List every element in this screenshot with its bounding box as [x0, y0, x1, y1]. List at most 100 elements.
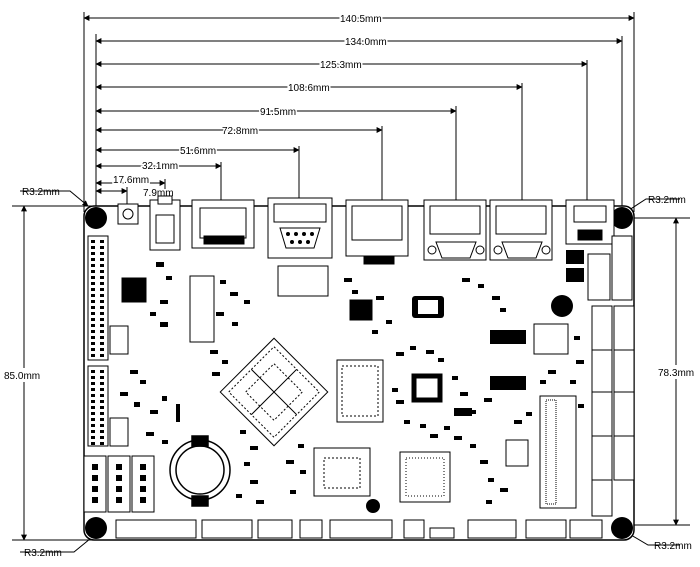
smd-part: [396, 400, 404, 404]
header-pin: [100, 418, 104, 421]
smd-part: [426, 350, 434, 354]
smd-part: [162, 396, 167, 401]
header-pin: [100, 412, 104, 415]
smd-part: [548, 370, 556, 374]
connector-bottom-5: [403, 519, 425, 539]
smd-part: [514, 420, 522, 424]
usb-connector: [565, 199, 615, 245]
smd-part: [460, 392, 468, 396]
header-pin: [100, 382, 104, 385]
header-pin: [91, 376, 95, 379]
dim-label-85-0: 85.0mm: [4, 371, 40, 382]
smd-part: [120, 392, 128, 396]
header-pin: [91, 330, 95, 333]
smd-part: [290, 490, 296, 494]
connector-right-1: [591, 305, 613, 351]
memory-chip-bga: [336, 359, 384, 423]
header-pin: [91, 342, 95, 345]
smd-part: [244, 462, 250, 466]
pin-header-bottom: [115, 519, 197, 539]
smd-part: [286, 460, 294, 464]
header-pin: [91, 300, 95, 303]
connector-bottom-7: [467, 519, 517, 539]
connector-vertical-3: [131, 455, 155, 513]
mounting-holes: [85, 207, 633, 539]
smd-part: [438, 358, 444, 362]
header-pin: [100, 276, 104, 279]
smd-part: [470, 444, 476, 448]
radius-label-bottom-right: R3.2mm: [654, 541, 692, 552]
header-pin: [92, 464, 98, 470]
header-pin: [91, 348, 95, 351]
connector-bottom-3: [299, 519, 323, 539]
header-pin: [100, 424, 104, 427]
header-pin: [100, 376, 104, 379]
smd-part: [222, 360, 228, 364]
header-pin: [91, 258, 95, 261]
connector-right-top: [611, 235, 633, 301]
header-pin: [100, 282, 104, 285]
smd-part: [462, 278, 470, 282]
smd-part: [240, 430, 246, 434]
lan-controller-chip: [349, 299, 373, 321]
smd-part: [444, 426, 450, 430]
header-pin: [91, 418, 95, 421]
smd-part: [134, 402, 140, 407]
dim-label-108-6: 108.6mm: [288, 83, 330, 94]
connector-bottom-2: [257, 519, 293, 539]
smd-part: [478, 284, 484, 288]
smd-part: [578, 404, 584, 408]
edge-connector-slot: [539, 395, 577, 509]
header-pin: [91, 246, 95, 249]
smd-part: [410, 346, 416, 350]
regulator-ic: [505, 439, 529, 467]
jumper-block-2: [109, 417, 129, 447]
smd-part: [344, 278, 352, 282]
connector-vertical-2: [107, 455, 131, 513]
header-pin: [116, 486, 122, 492]
emmc-chip: [313, 447, 371, 497]
header-pin: [100, 246, 104, 249]
smd-part: [404, 420, 410, 424]
header-pin: [100, 288, 104, 291]
connector-right-3: [591, 349, 613, 393]
header-pin: [100, 336, 104, 339]
main-components: [121, 265, 577, 509]
horizontal-dimension-labels: 140.5mm 134.0mm 125.3mm 108.6mm 91.5mm 7…: [112, 13, 389, 201]
smd-part: [430, 434, 438, 438]
smd-part: [176, 404, 180, 422]
jumper-block-1: [109, 325, 129, 355]
smd-part: [236, 494, 242, 498]
header-pin: [91, 442, 95, 445]
smd-part: [420, 424, 426, 428]
header-pin: [91, 336, 95, 339]
smd-part: [376, 296, 384, 300]
header-pin: [91, 264, 95, 267]
connector-vertical-1: [83, 455, 107, 513]
reset-button: [117, 203, 139, 225]
dim-label-134-0: 134.0mm: [345, 37, 387, 48]
header-pin: [100, 400, 104, 403]
header-pin: [100, 240, 104, 243]
header-pin: [91, 406, 95, 409]
header-pin: [92, 497, 98, 503]
header-pin: [100, 324, 104, 327]
smd-part: [250, 480, 258, 484]
header-pin: [100, 318, 104, 321]
serial-db9-connector-mid-1: [423, 199, 487, 261]
dim-label-32-1: 32.1mm: [142, 161, 178, 172]
smd-part: [230, 292, 238, 296]
header-pin: [91, 288, 95, 291]
connector-right-8: [613, 435, 635, 481]
header-pin: [140, 497, 146, 503]
mounting-hole-top-right: [611, 207, 633, 229]
dip-ic: [533, 323, 569, 355]
smd-part: [540, 380, 546, 384]
dim-label-78-3: 78.3mm: [658, 368, 694, 379]
smd-part: [146, 432, 154, 436]
header-pin: [91, 388, 95, 391]
header-pin: [91, 270, 95, 273]
header-pin: [100, 406, 104, 409]
header-pin: [100, 370, 104, 373]
